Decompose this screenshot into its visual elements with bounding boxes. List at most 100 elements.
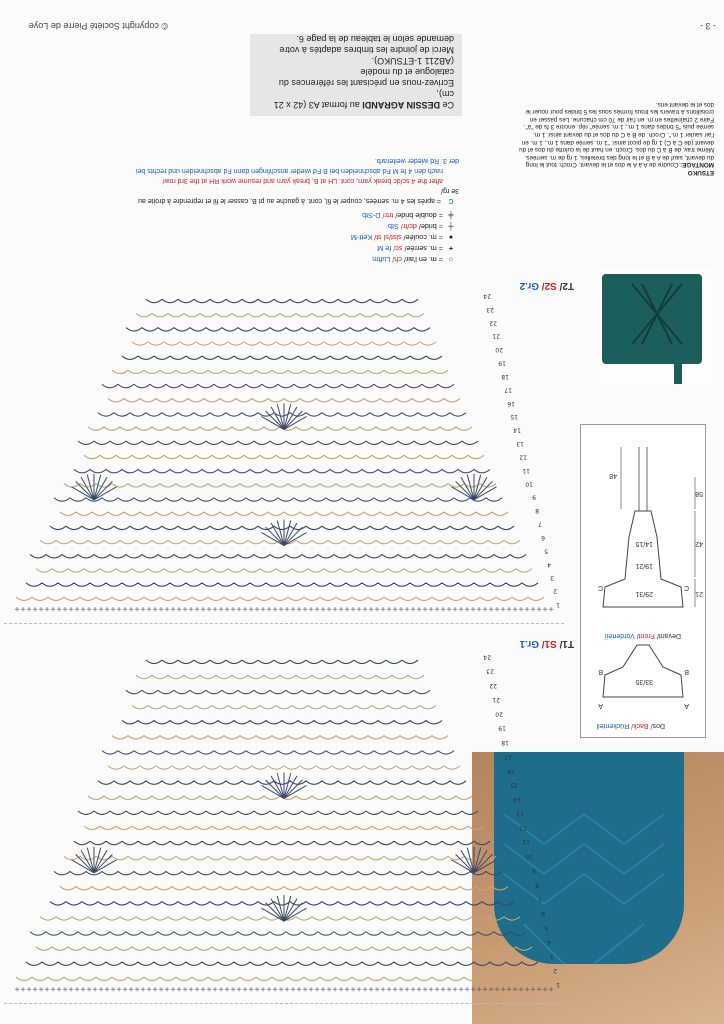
- fan-stitch: [473, 859, 497, 874]
- stitch-mark: +: [470, 605, 476, 613]
- row-number: 7: [538, 896, 542, 903]
- stitch-mark: +: [302, 605, 308, 613]
- row-number: 3: [550, 953, 554, 960]
- stitch-mark: +: [506, 605, 512, 613]
- fan-stitch: [283, 526, 303, 546]
- stitch-mark: +: [98, 985, 104, 993]
- front-width: 29/31: [635, 590, 653, 597]
- stitch-mark: +: [392, 985, 398, 993]
- row-number: 23: [486, 668, 494, 675]
- chain-row: [101, 750, 455, 755]
- chain-row: [101, 383, 455, 389]
- row-number: 22: [489, 319, 497, 326]
- fan-stitch: [283, 520, 292, 546]
- stitch-mark: +: [380, 985, 386, 993]
- fan-stitch: [86, 847, 95, 873]
- stitch-mark: +: [374, 985, 380, 993]
- chain-row: [131, 704, 437, 710]
- stitch-mark: +: [518, 985, 524, 993]
- stitch-mark: +: [44, 605, 50, 613]
- stitch-mark: +: [74, 605, 80, 613]
- stitch-mark: +: [194, 985, 200, 993]
- stitch-mark: +: [536, 985, 542, 993]
- stitch-mark: +: [458, 605, 464, 613]
- letter-b: B: [598, 668, 603, 675]
- legend-item: ○= m. en l'air/ ch/ Luftm: [372, 255, 454, 264]
- row-number: 6: [541, 534, 545, 541]
- stitch-mark: +: [254, 605, 260, 613]
- stitch-mark: +: [32, 985, 38, 993]
- row-number: 13: [516, 810, 524, 817]
- fan-stitch: [86, 474, 95, 500]
- stitch-mark: +: [416, 605, 422, 613]
- stitch-mark: +: [110, 985, 116, 993]
- stitch-mark: +: [338, 605, 344, 613]
- stitch-mark: +: [170, 605, 176, 613]
- fan-stitch: [265, 526, 285, 546]
- stitch-mark: +: [38, 605, 44, 613]
- row-number: 16: [507, 400, 515, 407]
- chain-row: [15, 976, 545, 982]
- measurements-schematic: Dos/ Back/ Rückenteil A A B B 33/35 Deva…: [580, 424, 706, 738]
- stitch-mark: +: [512, 605, 518, 613]
- chain-row: [125, 689, 431, 695]
- fan-stitch: [473, 481, 493, 501]
- fan-stitch: [80, 850, 95, 874]
- stitch-mark: +: [116, 605, 122, 613]
- stitch-mark: +: [482, 605, 488, 613]
- front-label: Devant/ Front/ Vorderteil: [605, 632, 681, 639]
- montage-text: Coudre de A à A le dos et le devant. Cro…: [519, 100, 714, 169]
- stitch-mark: +: [56, 605, 62, 613]
- stitch-mark: +: [542, 985, 548, 993]
- fan-stitch: [283, 415, 307, 430]
- fan-stitch: [75, 481, 95, 501]
- brand-name: ETSUKO: [687, 169, 714, 176]
- stitch-mark: +: [434, 985, 440, 993]
- fan-stitch: [93, 847, 102, 873]
- row-number: 15: [510, 413, 518, 420]
- stitch-mark: +: [122, 985, 128, 993]
- back-lacing-detail-photo: [598, 268, 712, 384]
- fan-stitch: [473, 477, 488, 501]
- stitch-mark: +: [98, 605, 104, 613]
- fan-stitch: [270, 406, 285, 430]
- front-neck: 14/15: [635, 540, 653, 547]
- fan-stitch: [283, 898, 298, 922]
- row-number: 13: [516, 440, 524, 447]
- stitch-legend: ○= m. en l'air/ ch/ Luftm += m. serrée/ …: [129, 156, 459, 264]
- fan-stitch: [466, 474, 475, 500]
- chain-row: [125, 327, 431, 332]
- chain-row: [35, 946, 533, 951]
- chain-row: [53, 870, 503, 876]
- stitch-mark: +: [404, 985, 410, 993]
- chain-row: [59, 886, 509, 891]
- row-number: 14: [513, 796, 521, 803]
- fan-stitch: [473, 850, 488, 874]
- stitch-mark: +: [548, 985, 554, 993]
- fan-stitch: [283, 907, 307, 922]
- fan-stitch: [283, 902, 303, 922]
- stitch-mark: +: [176, 985, 182, 993]
- legend-item: ┼= bride/ dc/tr/ Stb: [388, 222, 454, 231]
- chain-row: [83, 825, 485, 831]
- stitch-mark: +: [422, 605, 428, 613]
- stitch-mark: +: [446, 985, 452, 993]
- crochet-chart-size-1: ++++++++++++++++++++++++++++++++++++++++…: [4, 631, 574, 1004]
- stitch-mark: +: [248, 985, 254, 993]
- fan-stitch: [93, 486, 117, 501]
- stitch-mark: +: [218, 605, 224, 613]
- stitch-mark: +: [362, 985, 368, 993]
- stitch-mark: +: [308, 985, 314, 993]
- stitch-mark: +: [398, 985, 404, 993]
- stitch-mark: +: [224, 985, 230, 993]
- row-number: 10: [525, 853, 533, 860]
- fan-stitch: [276, 520, 285, 546]
- row-number: 11: [522, 467, 530, 474]
- page-number: - 3 -: [699, 21, 716, 31]
- row-number: 5: [544, 547, 548, 554]
- stitch-mark: +: [284, 605, 290, 613]
- fan-stitch: [270, 775, 285, 799]
- stitch-mark: +: [62, 985, 68, 993]
- stitch-mark: +: [38, 985, 44, 993]
